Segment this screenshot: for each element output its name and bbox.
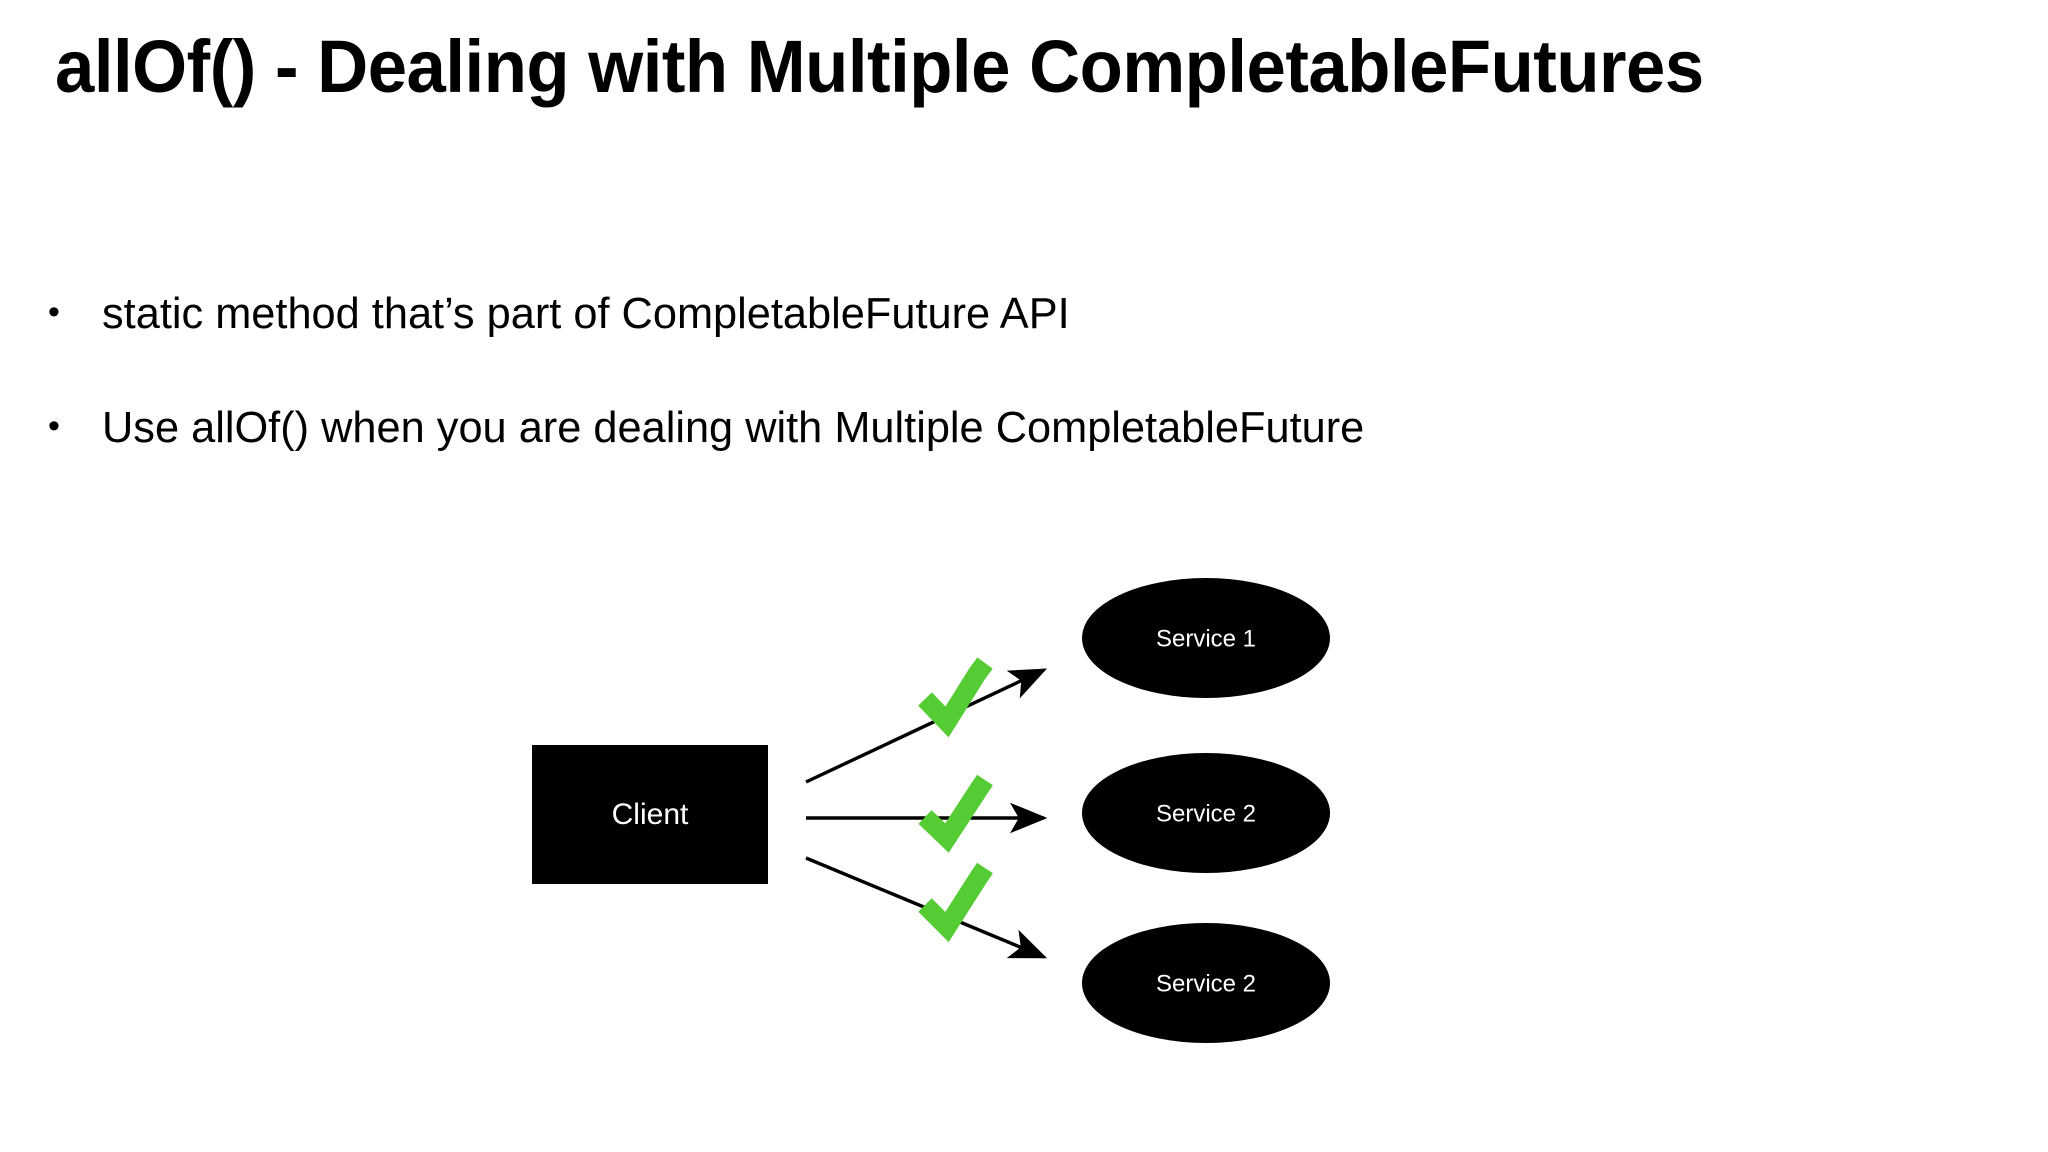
client-box [532, 745, 768, 884]
service-3-label: Service 2 [1156, 970, 1256, 997]
service-node-1: Service 1 [1082, 578, 1330, 698]
bullet-marker-icon: • [48, 293, 60, 331]
bullet-text: Use allOf() when you are dealing with Mu… [102, 403, 1365, 453]
list-item: • Use allOf() when you are dealing with … [48, 403, 1848, 453]
service-2-ellipse [1082, 753, 1330, 873]
edge-client-to-service-1 [805, 668, 1048, 784]
check-icon-2 [918, 774, 993, 853]
service-1-ellipse [1082, 578, 1330, 698]
service-1-label: Service 1 [1156, 625, 1256, 652]
bullet-marker-icon: • [48, 407, 60, 446]
check-icon-3 [918, 862, 993, 943]
bullet-text: static method that’s part of Completable… [102, 289, 1070, 338]
service-2-label: Service 2 [1156, 800, 1256, 827]
client-node: Client [532, 745, 768, 884]
service-3-ellipse [1082, 923, 1330, 1043]
page-title: allOf() - Dealing with Multiple Completa… [55, 25, 1704, 108]
client-label: Client [612, 798, 689, 831]
service-node-3: Service 2 [1082, 923, 1330, 1043]
edge-client-to-service-3 [805, 856, 1048, 959]
check-icon-1 [918, 657, 993, 738]
service-node-2: Service 2 [1082, 753, 1330, 873]
bullet-list: • static method that’s part of Completab… [48, 289, 1848, 519]
list-item: • static method that’s part of Completab… [48, 289, 1848, 338]
